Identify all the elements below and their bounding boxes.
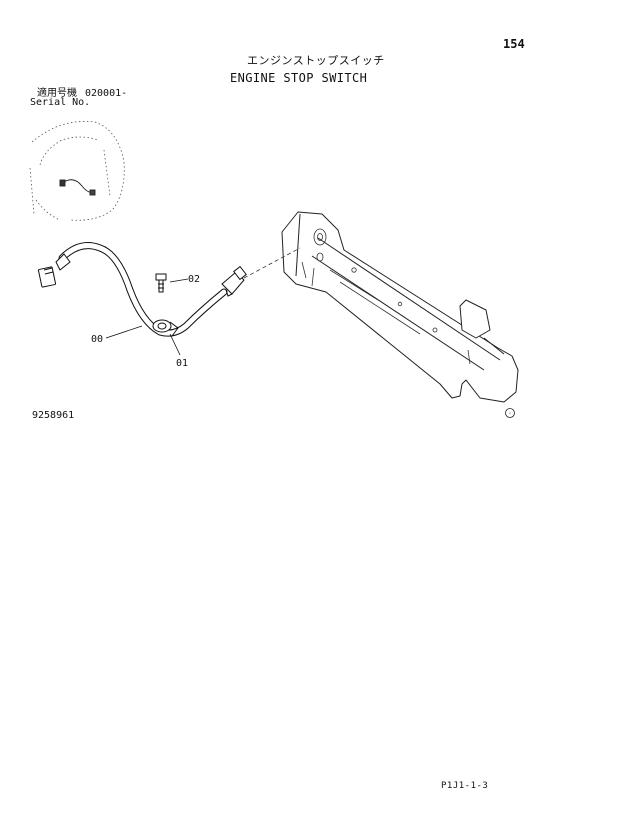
page-number: 154 — [503, 37, 525, 51]
location-sketch — [29, 121, 125, 221]
harness-connector — [37, 253, 71, 288]
engine-stop-switch — [221, 265, 247, 297]
serial-label-english: Serial No. — [30, 97, 91, 108]
bolt — [155, 273, 167, 293]
bottom-code: P1J1-1-3 — [441, 781, 489, 791]
svg-text:◦: ◦ — [508, 411, 512, 418]
callout-leaders — [105, 278, 189, 356]
callout-01: 01 — [176, 358, 189, 369]
bracket-details — [301, 228, 471, 365]
mounting-leader — [243, 247, 301, 279]
title-japanese: エンジンストップスイッチ — [247, 54, 385, 67]
figure-code: 9258961 — [32, 410, 75, 421]
harness-cable — [58, 242, 228, 337]
location-sketch-harness — [59, 179, 96, 196]
callout-00: 00 — [91, 334, 104, 345]
title-english: ENGINE STOP SWITCH — [230, 71, 368, 85]
callout-02: 02 — [188, 274, 201, 285]
serial-label-japanese: 適用号機 — [37, 88, 77, 99]
serial-value: 020001- — [85, 88, 128, 99]
harness-clip — [152, 319, 179, 337]
circled-mark-icon: ◦ — [505, 408, 515, 418]
frame-bracket — [281, 211, 519, 403]
